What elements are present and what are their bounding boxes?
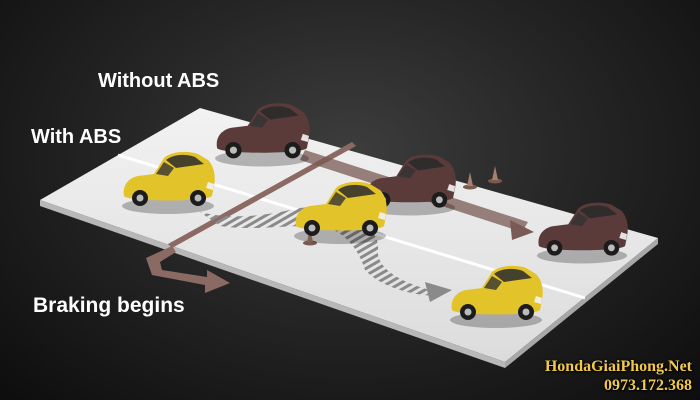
non-abs-arrow-head: [510, 220, 534, 240]
braking-begins-label: Braking begins: [33, 294, 185, 317]
with-abs-label: With ABS: [31, 126, 122, 148]
without-abs-label: Without ABS: [98, 70, 220, 92]
watermark-site: HondaGiaiPhong.Net: [544, 358, 692, 375]
traffic-cone-icon: [488, 166, 502, 184]
abs-arrow-head: [425, 282, 452, 302]
road-edge: [40, 200, 505, 368]
traffic-cone-icon: [463, 172, 477, 190]
watermark-phone: 0973.172.368: [604, 377, 692, 394]
braking-begins-arrow: [146, 246, 230, 293]
abs-skid-marks: [200, 205, 440, 296]
non-abs-car-start: [215, 103, 310, 167]
road-edge-right: [505, 238, 658, 368]
